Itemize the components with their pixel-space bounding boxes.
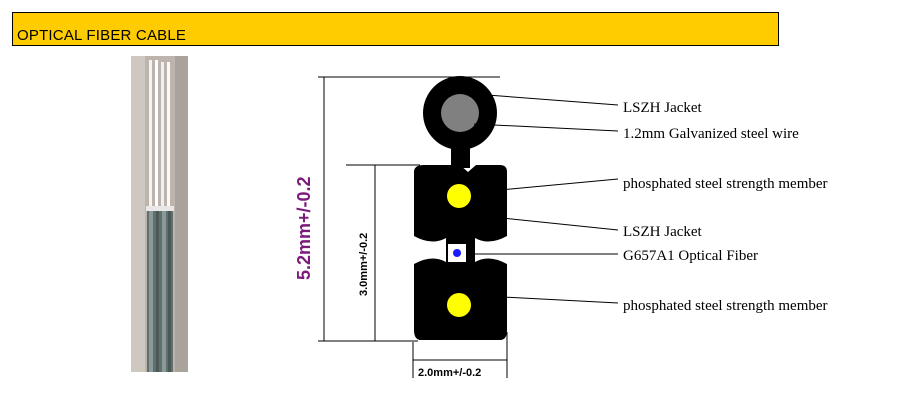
dimension-total-height: 5.2mm+/-0.2 (294, 176, 314, 280)
cable-photo (131, 56, 188, 372)
label-lszh-jacket-bottom: LSZH Jacket (623, 224, 703, 240)
label-lszh-jacket-top: LSZH Jacket (623, 100, 703, 116)
header-bar: OPTICAL FIBER CABLE (12, 12, 779, 46)
galvanized-steel-wire (441, 94, 479, 132)
label-galvanized-steel-wire: 1.2mm Galvanized steel wire (623, 126, 799, 142)
optical-fiber (453, 249, 461, 257)
dimension-body-height: 3.0mm+/-0.2 (358, 233, 370, 296)
strength-member-bottom (447, 293, 471, 317)
header-title: OPTICAL FIBER CABLE (17, 27, 187, 44)
label-optical-fiber: G657A1 Optical Fiber (623, 248, 758, 264)
label-strength-member-top: phosphated steel strength member (623, 176, 828, 192)
dimension-width: 2.0mm+/-0.2 (418, 367, 481, 379)
strength-member-top (447, 184, 471, 208)
label-strength-member-bottom: phosphated steel strength member (623, 298, 828, 314)
